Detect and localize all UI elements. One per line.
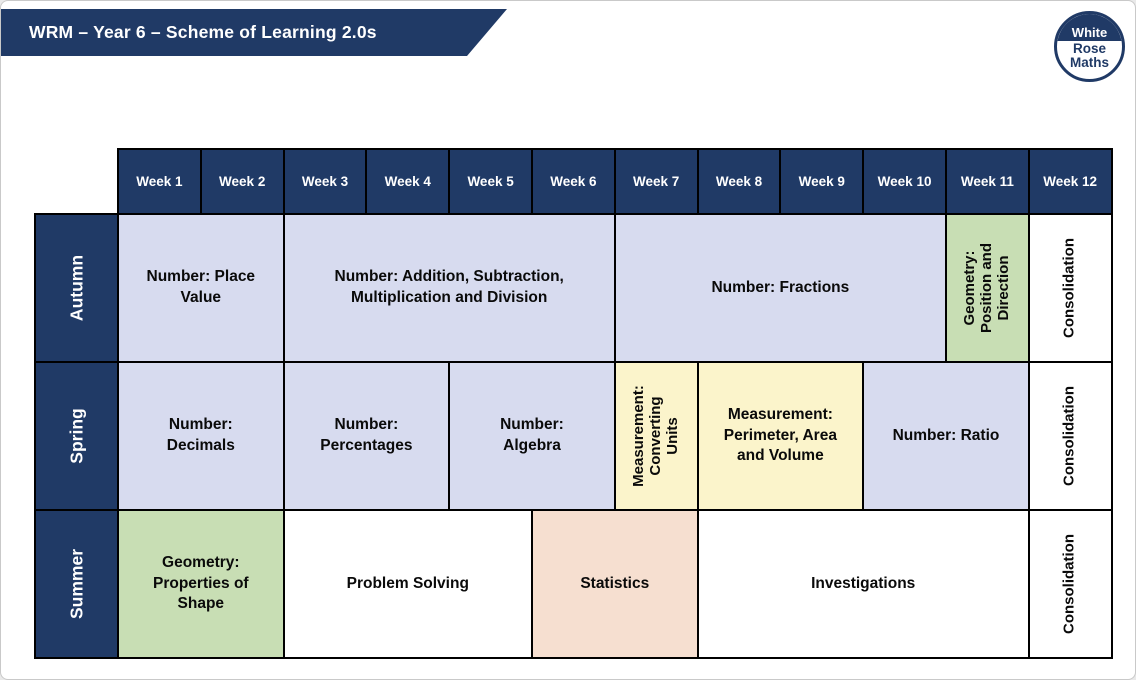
title-banner: WRM – Year 6 – Scheme of Learning 2.0s [1,9,507,56]
summer-investigations-cell: Investigations [696,509,1030,659]
week-8-header: Week 8 [696,148,782,215]
summer-problem-solving-cell: Problem Solving [282,509,533,659]
week-7-header: Week 7 [613,148,699,215]
autumn-consolidation-cell: Consolidation [1027,213,1113,363]
spring-consolidation-cell: Consolidation [1027,361,1113,511]
summer-consolidation-cell: Consolidation [1027,509,1113,659]
term-label-summer: Summer [34,509,119,659]
autumn-position-direction-cell: Geometry: Position and Direction [944,213,1030,363]
week-2-header: Week 2 [199,148,285,215]
week-3-header: Week 3 [282,148,368,215]
week-12-header: Week 12 [1027,148,1113,215]
spring-algebra-cell: Number: Algebra [448,361,616,511]
spring-converting-units-cell: Measurement: Converting Units [613,361,699,511]
logo-line-rose: Rose [1072,41,1106,56]
week-6-header: Week 6 [530,148,616,215]
week-9-header: Week 9 [779,148,865,215]
term-label-autumn: Autumn [34,213,119,363]
autumn-place-value-cell: Number: Place Value [117,213,285,363]
spring-percentages-cell: Number: Percentages [282,361,451,511]
spring-decimals-cell: Number: Decimals [117,361,285,511]
logo-line-maths: Maths [1069,55,1109,71]
corner-spacer [35,149,118,214]
autumn-fractions-cell: Number: Fractions [613,213,947,363]
spring-ratio-cell: Number: Ratio [862,361,1030,511]
autumn-row: Autumn Number: Place Value Number: Addit… [34,213,1113,363]
term-label-spring: Spring [34,361,119,511]
white-rose-maths-logo: White Rose Maths [1054,11,1125,82]
week-11-header: Week 11 [944,148,1030,215]
logo-top-segment: White [1057,14,1122,41]
summer-statistics-cell: Statistics [530,509,699,659]
logo-bottom-segment: Rose Maths [1057,41,1122,71]
week-1-header: Week 1 [117,148,202,215]
scheme-of-learning-table: Week 1 Week 2 Week 3 Week 4 Week 5 Week … [34,148,1113,659]
page-title: WRM – Year 6 – Scheme of Learning 2.0s [29,22,377,42]
week-4-header: Week 4 [365,148,451,215]
week-header-row: Week 1 Week 2 Week 3 Week 4 Week 5 Week … [35,148,1113,215]
week-5-header: Week 5 [448,148,533,215]
logo-line-white: White [1071,25,1108,41]
spring-row: Spring Number: Decimals Number: Percenta… [34,361,1113,511]
spring-perimeter-area-volume-cell: Measurement: Perimeter, Area and Volume [696,361,865,511]
week-10-header: Week 10 [862,148,947,215]
autumn-four-operations-cell: Number: Addition, Subtraction, Multiplic… [282,213,616,363]
summer-row: Summer Geometry: Properties of Shape Pro… [34,509,1113,659]
summer-properties-of-shape-cell: Geometry: Properties of Shape [117,509,285,659]
